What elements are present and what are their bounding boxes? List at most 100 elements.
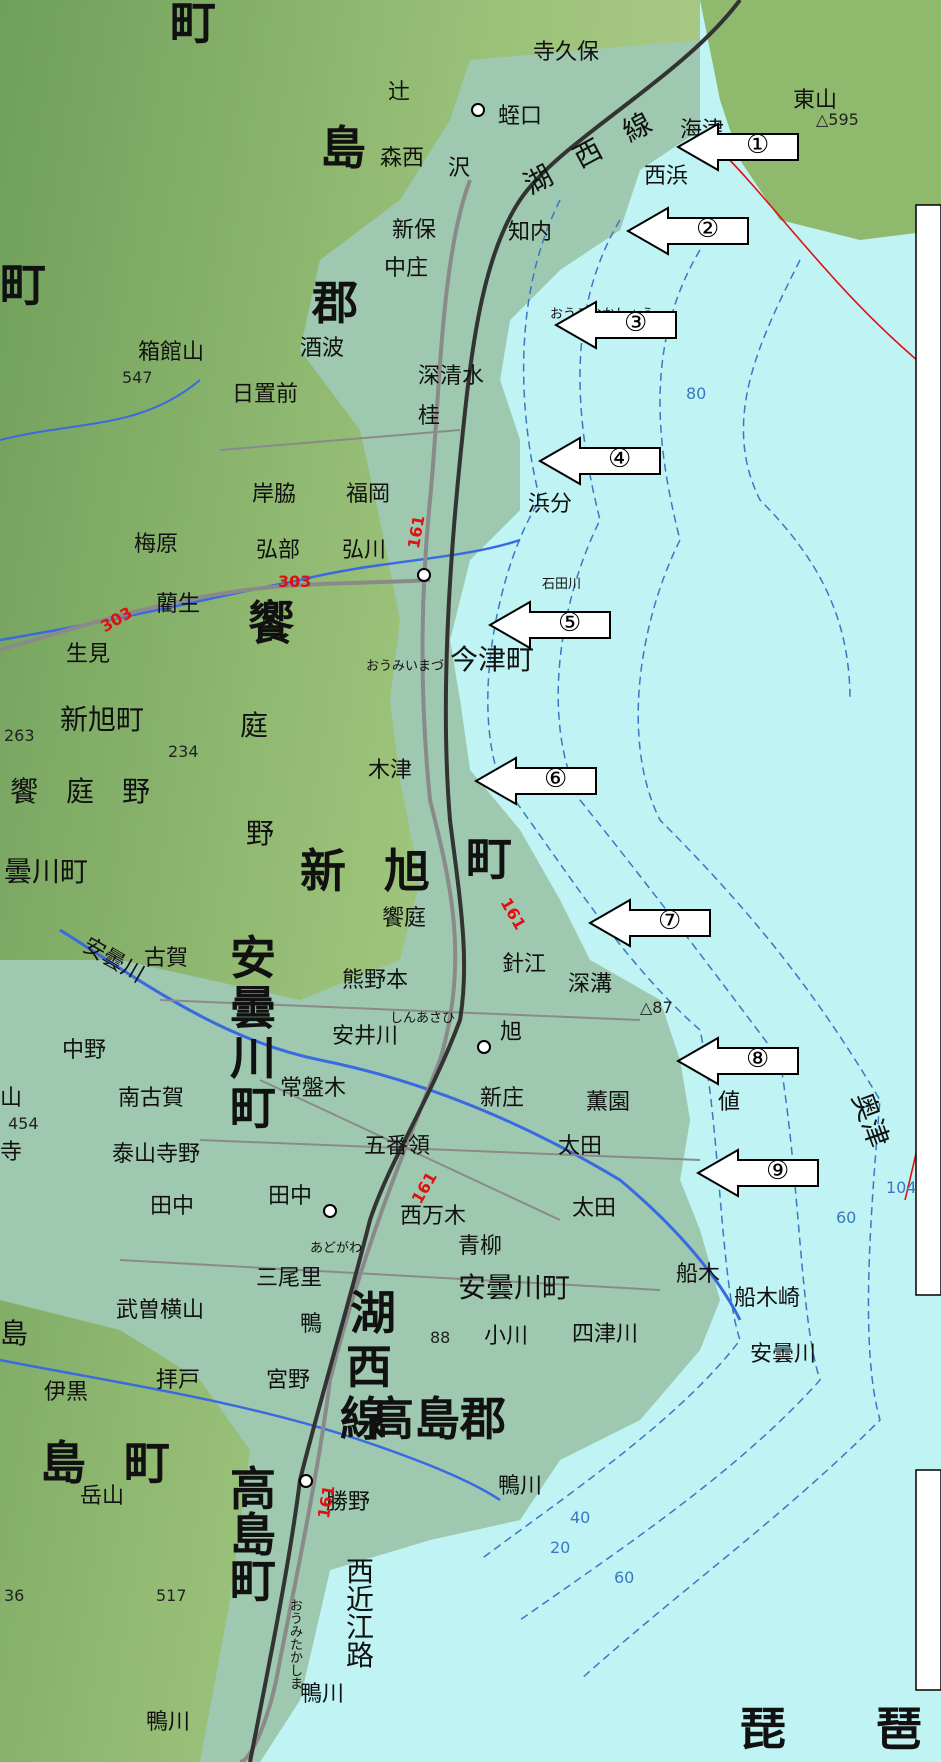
place-label: 深清水 bbox=[418, 364, 485, 389]
side-frame-1 bbox=[915, 204, 941, 1296]
place-label: 野 bbox=[246, 817, 275, 850]
depth-label: 60 bbox=[614, 1568, 635, 1587]
grid-road-3 bbox=[199, 1139, 701, 1161]
depth-label: 80 bbox=[686, 384, 707, 403]
place-label: 川 bbox=[230, 1031, 276, 1085]
place-label: 田中 bbox=[268, 1184, 313, 1209]
place-label: 弘川 bbox=[342, 538, 387, 563]
station-marker bbox=[417, 568, 431, 582]
place-label: 船木崎 bbox=[734, 1286, 801, 1311]
arrow-number: ⑥ bbox=[544, 764, 568, 794]
left-arrow-icon bbox=[588, 898, 711, 948]
arrow-number: ⑦ bbox=[658, 906, 682, 936]
place-label: 日置前 bbox=[232, 382, 299, 407]
place-label: 島 bbox=[320, 121, 366, 175]
place-label: 蛭口 bbox=[498, 104, 543, 129]
arrow-marker-2: ② bbox=[626, 206, 750, 256]
place-label: 西浜 bbox=[644, 164, 689, 189]
place-label: 深溝 bbox=[568, 972, 613, 997]
arrow-marker-7: ⑦ bbox=[588, 898, 712, 948]
left-arrow-icon bbox=[554, 300, 677, 350]
lake-label: 琵 bbox=[740, 1702, 786, 1756]
place-label: 生見 bbox=[66, 642, 111, 667]
place-label: 南古賀 bbox=[118, 1086, 185, 1111]
place-label: 町 bbox=[170, 0, 216, 50]
place-label: 知内 bbox=[508, 220, 553, 245]
place-label: 曇 bbox=[230, 981, 276, 1035]
place-label: 木津 bbox=[368, 758, 413, 783]
place-label: 岸脇 bbox=[252, 482, 297, 507]
place-label: 常盤木 bbox=[280, 1076, 347, 1101]
arrow-number: ④ bbox=[608, 444, 632, 474]
depth-contour-60 bbox=[579, 249, 881, 1681]
place-label: 島 bbox=[0, 1317, 29, 1350]
elevation-label: 263 bbox=[4, 726, 35, 745]
station-marker bbox=[299, 1474, 313, 1488]
river-label: 石田川 bbox=[542, 577, 582, 592]
river-label: 安井川 bbox=[332, 1024, 399, 1049]
elevation-label: 36 bbox=[4, 1586, 25, 1605]
station-marker bbox=[323, 1204, 337, 1218]
area-label: 饗 庭 野 bbox=[10, 775, 151, 808]
place-label: 三尾里 bbox=[256, 1266, 323, 1291]
kosei-railway bbox=[248, 0, 742, 1762]
place-label: 青柳 bbox=[458, 1234, 503, 1259]
arrow-marker-3: ③ bbox=[554, 300, 678, 350]
left-arrow-icon bbox=[676, 1036, 799, 1086]
place-label: 太田 bbox=[572, 1196, 617, 1221]
town-label: 新旭町 bbox=[60, 703, 145, 736]
left-arrow-icon bbox=[488, 600, 611, 650]
railway-label: 湖 bbox=[350, 1286, 396, 1340]
place-label: 辻 bbox=[388, 80, 411, 105]
station-name: しんあさひ bbox=[390, 1011, 456, 1026]
place-label: 太田 bbox=[558, 1134, 603, 1159]
place-label: 寺 bbox=[0, 1140, 23, 1165]
place-label: 薫園 bbox=[586, 1090, 631, 1115]
district-label: 高島郡 bbox=[368, 1392, 506, 1446]
arrow-number: ② bbox=[696, 214, 720, 244]
arrow-number: ① bbox=[746, 130, 770, 160]
elevation-label: △87 bbox=[640, 998, 673, 1017]
place-label: 田中 bbox=[150, 1194, 195, 1219]
grid-road-4 bbox=[119, 1259, 661, 1291]
place-label: 値 bbox=[718, 1090, 741, 1115]
station-name: あどがわ bbox=[310, 1241, 363, 1256]
river-label: 鴨川 bbox=[146, 1710, 191, 1735]
place-label: 新保 bbox=[392, 218, 437, 243]
railway-label: 線 bbox=[340, 1392, 386, 1446]
adogawa-river bbox=[59, 928, 742, 1321]
place-label: 庭 bbox=[240, 709, 269, 742]
railway-label: 西 bbox=[346, 1340, 392, 1394]
place-label: 旭 bbox=[384, 844, 430, 898]
station-marker bbox=[477, 1040, 491, 1054]
station-marker bbox=[471, 103, 485, 117]
place-label: 寺久保 bbox=[533, 40, 600, 65]
arrow-marker-8: ⑧ bbox=[676, 1036, 800, 1086]
station-name: おうみいまづ bbox=[366, 659, 445, 674]
arrow-number: ⑨ bbox=[766, 1156, 790, 1186]
place-label: 浜分 bbox=[528, 492, 573, 517]
lake-label: 琶 bbox=[876, 1702, 922, 1756]
arrow-marker-4: ④ bbox=[538, 436, 662, 486]
grid-road-5 bbox=[259, 1079, 561, 1221]
road-303 bbox=[0, 578, 431, 652]
grid-road-1 bbox=[219, 429, 461, 451]
place-label: 船木 bbox=[676, 1262, 721, 1287]
elevation-label: 88 bbox=[430, 1328, 451, 1347]
town-label: 高島町 bbox=[230, 1462, 276, 1608]
place-label: 島 bbox=[40, 1436, 86, 1490]
mountain-label: 箱館山 bbox=[138, 340, 205, 365]
left-arrow-icon bbox=[626, 206, 749, 256]
place-label: 鴨 bbox=[300, 1312, 323, 1337]
place-label: 安 bbox=[230, 931, 276, 985]
side-frame-2 bbox=[915, 1469, 941, 1691]
place-label: 西万木 bbox=[400, 1204, 467, 1229]
place-label: 町 bbox=[124, 1436, 170, 1490]
lake-biwa bbox=[260, 0, 941, 1762]
place-label: 新 bbox=[300, 844, 346, 898]
place-label: 弘部 bbox=[256, 538, 301, 563]
place-label: 伊黒 bbox=[44, 1380, 89, 1405]
grid-road-2 bbox=[159, 999, 641, 1021]
place-label: 郡 bbox=[312, 276, 358, 330]
town-label: 曇川町 bbox=[4, 855, 89, 888]
